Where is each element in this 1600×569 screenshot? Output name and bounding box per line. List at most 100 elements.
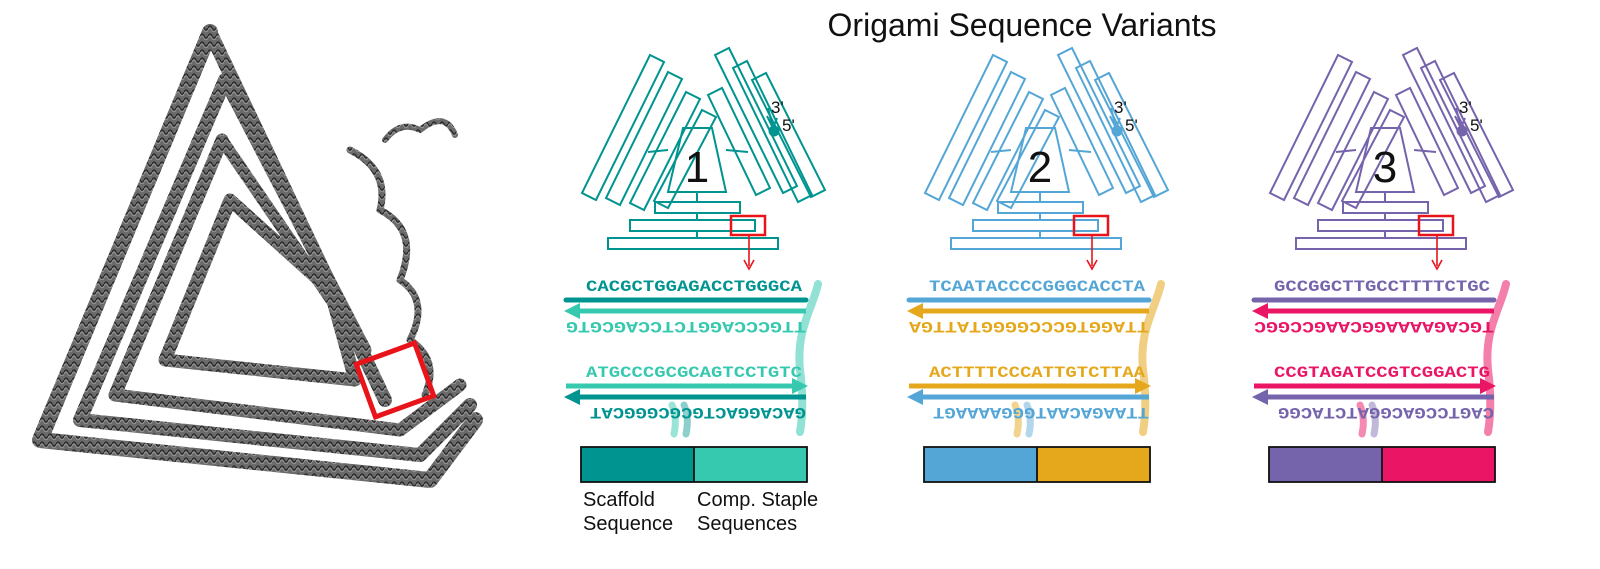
scaffold-color-swatch — [581, 447, 694, 482]
sequence-detail: GCCGGCTTGCCTTTTCTGCTGCAGAAAAGGCAAGCCGGCC… — [1251, 278, 1510, 438]
schematic-left-bar — [971, 90, 1045, 212]
highlight-box — [729, 214, 767, 237]
schematic-right-bar — [1438, 71, 1515, 199]
schematic-left-bar — [923, 53, 1009, 202]
schematic-right-bar — [1419, 59, 1502, 204]
schematic-left-bar — [995, 108, 1061, 210]
sequence-bottom-complement: TTAAGACAATGGGAAAAGT — [933, 403, 1149, 421]
origami-schematic — [1268, 46, 1515, 250]
schematic-left-bar — [604, 70, 684, 207]
schematic-left-bar — [1340, 108, 1406, 210]
three-prime-label: 3' — [771, 98, 784, 117]
crossover-curve — [668, 401, 679, 438]
strand-end-dot-icon — [1456, 125, 1468, 137]
scaffold-arrow-left-icon — [907, 389, 923, 405]
schematic-left-bar — [947, 70, 1027, 207]
five-prime-label: 5' — [1125, 116, 1138, 135]
variant-panels: 3'5'1CACGCTGGAGACCTGGGCATTGCCCAGGTCTCCAG… — [563, 46, 1515, 483]
crossover-curve — [1368, 401, 1379, 438]
schematic-bottom-bar — [1295, 237, 1467, 250]
schematic-bottom-bar — [972, 219, 1099, 232]
schematic-bottom-bar — [629, 219, 756, 232]
origami-schematic — [923, 46, 1170, 250]
schematic-connectors — [647, 149, 749, 202]
sequence-top-complement: TTAGGTGCCCGGGGTATTGA — [909, 317, 1149, 335]
pointer-arrow-icon — [1431, 259, 1443, 271]
schematic-right-bar — [1093, 71, 1170, 199]
origami-ring-5 — [108, 133, 467, 437]
schematic-right-bar — [750, 71, 827, 199]
legend: Scaffold Sequence Comp. Staple Sequences — [583, 489, 818, 535]
schematic-right-bar — [1049, 86, 1115, 197]
crossover-curve — [1138, 280, 1165, 436]
sequence-detail: TCAATACCCCGGGCACCTATTAGGTGCCCGGGGTATTGAA… — [906, 278, 1165, 438]
origami-ring-inner — [158, 193, 362, 387]
figure-title: Origami Sequence Variants — [828, 7, 1217, 43]
variant-panel-3: 3'5' 3GCCGGCTTGCCTTTTCTGCTGCAGAAAAGGCAAGC… — [1251, 46, 1515, 483]
origami-ring-outer — [32, 24, 483, 488]
legend-staple-label-line1: Comp. Staple — [697, 489, 818, 511]
schematic-bottom-bar — [1317, 219, 1444, 232]
sequence-top: CACGCTGGAGACCTGGGCA — [586, 278, 802, 296]
crossover-curve — [1356, 401, 1367, 438]
sequence-bottom: ATGCCCGCGCAGTCCTGTC — [586, 364, 802, 382]
pointer-arrow-icon — [743, 259, 755, 271]
variant-panel-2: 3'5'2TCAATACCCCGGGCACCTATTAGGTGCCCGGGGTA… — [906, 46, 1170, 483]
schematic-right-bar — [731, 59, 814, 204]
staple-arrow-left-icon — [907, 303, 923, 319]
staple-color-swatch — [1382, 447, 1495, 482]
crossover-curve — [1483, 280, 1510, 436]
legend-staple-label-line2: Sequences — [697, 513, 797, 535]
sequence-bottom-complement: GACAGGACTGCGCGGGCAT — [590, 403, 806, 421]
sequence-bottom: ACTTTTCCCATTGTCTTAA — [929, 364, 1145, 382]
sequence-top-complement: TTGCCCAGGTCTCCAGCGTG — [566, 317, 806, 335]
crossover-curve — [795, 280, 822, 436]
three-prime-label: 3' — [1459, 98, 1472, 117]
schematic-right-bar — [1056, 46, 1142, 195]
five-prime-label: 5' — [1470, 116, 1483, 135]
schematic-center — [1354, 127, 1416, 193]
highlight-box — [1072, 214, 1110, 237]
origami-loop — [346, 146, 434, 399]
legend-scaffold-label-line1: Scaffold — [583, 489, 655, 511]
three-prime-label: 3' — [1114, 98, 1127, 117]
schematic-left-bar — [1292, 70, 1372, 207]
highlight-box-structure — [353, 339, 437, 421]
schematic-left-bar — [652, 108, 718, 210]
schematic-right-bar — [1401, 46, 1487, 195]
schematic-right-bar — [713, 46, 799, 195]
staple-arrow-right-icon — [1135, 378, 1151, 394]
schematic-bottom-bar — [607, 237, 779, 250]
staple-arrow-right-icon — [792, 378, 808, 394]
scaffold-color-swatch — [924, 447, 1037, 482]
staple-arrow-left-icon — [564, 303, 580, 319]
strand-end-dot-icon — [768, 125, 780, 137]
staple-color-swatch — [1037, 447, 1150, 482]
schematic-center — [1009, 127, 1071, 193]
scaffold-color-swatch — [1269, 447, 1382, 482]
staple-color-swatch — [694, 447, 807, 482]
schematic-connectors — [1335, 149, 1437, 202]
variant-number: 3 — [1373, 143, 1397, 192]
origami-structure-rendering — [32, 24, 483, 488]
sequence-bottom-complement: CAGTCCGACGGATCTACGG — [1278, 403, 1494, 421]
crossover-curve — [680, 401, 691, 438]
origami-schematic — [580, 46, 827, 250]
crossover-curve — [1011, 401, 1022, 438]
scaffold-arrow-left-icon — [564, 389, 580, 405]
variant-number: 1 — [685, 143, 709, 192]
variant-panel-1: 3'5'1CACGCTGGAGACCTGGGCATTGCCCAGGTCTCCAG… — [563, 46, 827, 483]
schematic-left-bar — [1268, 53, 1354, 202]
schematic-center — [666, 127, 728, 193]
scaffold-arrow-left-icon — [1252, 389, 1268, 405]
staple-arrow-right-icon — [1480, 378, 1496, 394]
sequence-detail: CACGCTGGAGACCTGGGCA TTGCCCAGGTCTCCAGCGTG A… — [563, 278, 822, 438]
sequence-top: GCCGGCTTGCCTTTTCTGC — [1274, 278, 1490, 296]
origami-ring-3 — [73, 73, 477, 462]
schematic-left-bar — [628, 90, 702, 212]
staple-arrow-left-icon — [1252, 303, 1268, 319]
schematic-bottom-bar — [950, 237, 1122, 250]
schematic-left-bar — [580, 53, 666, 202]
crossover-curve — [1023, 401, 1034, 438]
